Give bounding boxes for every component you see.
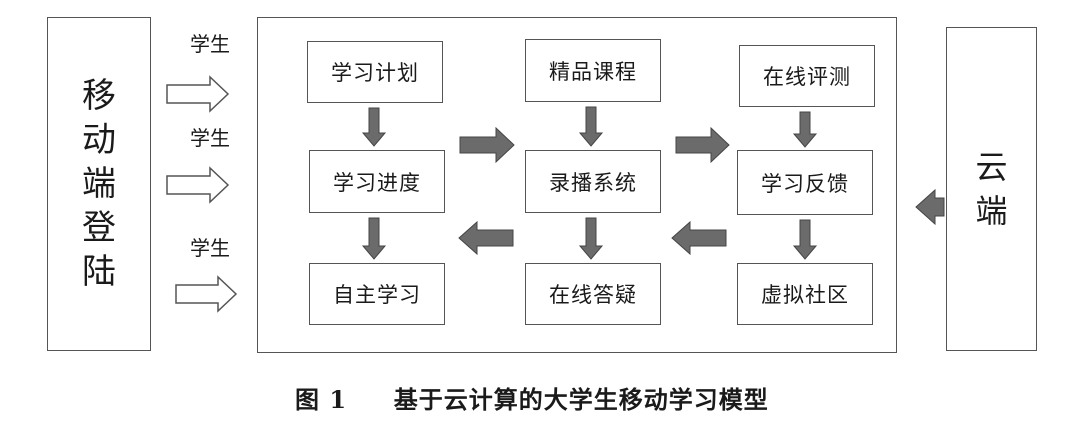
left-arrow-col3-to-col2 (671, 220, 727, 256)
figure-title: 基于云计算的大学生移动学习模型 (393, 385, 769, 414)
mobile-login-char: 端 (82, 164, 116, 204)
left-arrow-col2-to-col1 (458, 220, 514, 256)
left-arrow-cloud-to-platform (915, 188, 945, 226)
right-arrow-col1-to-col2 (459, 126, 515, 164)
mobile-login-char: 陆 (82, 252, 116, 292)
module-quality-courses: 精品课程 (525, 39, 661, 102)
mobile-login-char: 登 (82, 208, 116, 248)
cloud-char: 云 (975, 148, 1008, 186)
hollow-right-arrow-1 (166, 75, 230, 113)
hollow-right-arrow-2 (166, 166, 230, 204)
figure-caption: 图 1 基于云计算的大学生移动学习模型 (295, 380, 769, 415)
cloud-panel: 云 端 (946, 27, 1037, 351)
cloud-char: 端 (975, 192, 1008, 230)
down-arrow-courses-to-recording (578, 106, 604, 147)
student-label-1: 学生 (190, 32, 230, 56)
learning-platform-frame (257, 17, 897, 353)
module-recording-system: 录播系统 (525, 150, 661, 213)
hollow-right-arrow-3 (175, 275, 238, 313)
mobile-login-panel: 移 动 端 登 陆 (47, 17, 151, 351)
module-study-progress: 学习进度 (309, 150, 445, 213)
module-study-plan: 学习计划 (307, 41, 443, 103)
down-arrow-recording-to-qa (578, 217, 604, 260)
module-online-qa: 在线答疑 (525, 263, 661, 325)
down-arrow-feedback-to-community (792, 219, 818, 260)
down-arrow-test-to-feedback (792, 111, 818, 148)
student-label-2: 学生 (190, 126, 230, 150)
module-self-study: 自主学习 (309, 263, 445, 325)
right-arrow-col2-to-col3 (675, 126, 730, 164)
module-study-feedback: 学习反馈 (737, 150, 873, 215)
down-arrow-plan-to-progress (361, 107, 387, 147)
figure-number: 图 1 (295, 385, 348, 414)
down-arrow-progress-to-selfstudy (361, 217, 387, 260)
module-online-test: 在线评测 (739, 45, 875, 107)
student-label-3: 学生 (190, 236, 230, 260)
mobile-login-char: 移 (82, 76, 116, 116)
mobile-login-char: 动 (82, 120, 116, 160)
module-virtual-community: 虚拟社区 (737, 263, 873, 325)
